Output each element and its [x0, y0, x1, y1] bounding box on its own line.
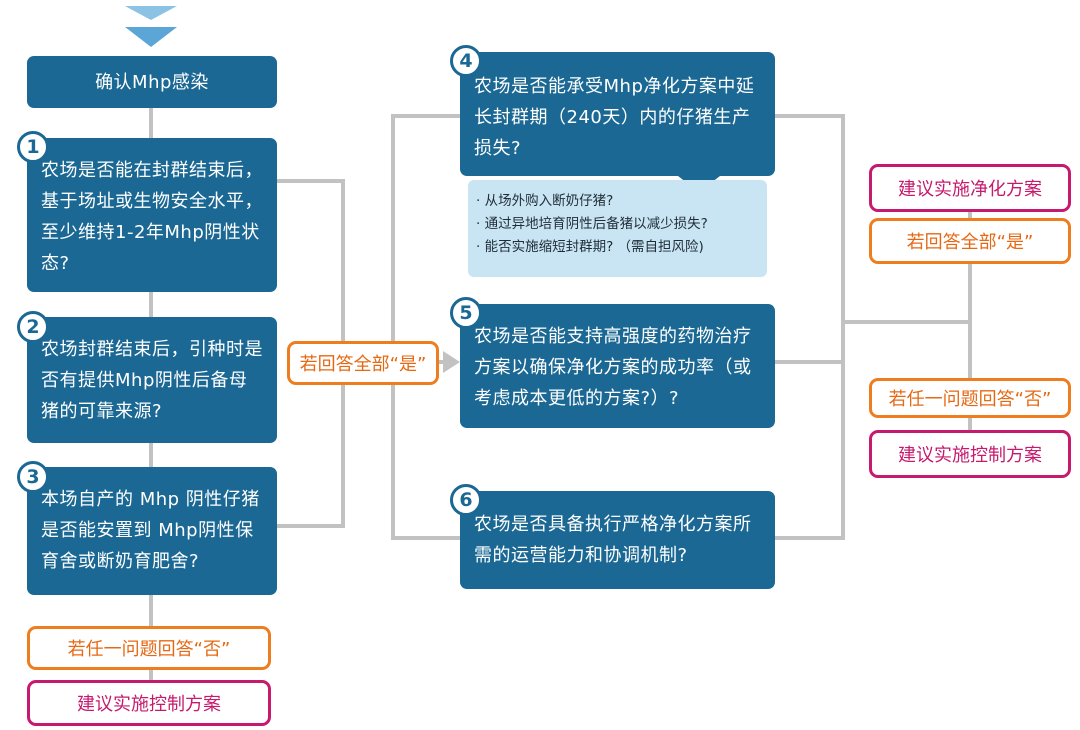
note-item: 通过异地培育阴性后备猪以减少损失? [476, 213, 759, 236]
question-4-box: 农场是否能承受Mhp净化方案中延长封群期（240天）内的仔猪生产损失? [460, 52, 775, 176]
question-4-number: 4 [450, 45, 482, 77]
arrow-right-icon [443, 351, 460, 373]
note-item: 能否实施缩短封群期? （需自担风险) [476, 236, 759, 259]
recommend-control-left: 建议实施控制方案 [27, 680, 271, 726]
question-5-number: 5 [450, 297, 482, 329]
question-6-number: 6 [450, 484, 482, 516]
recommend-eradication-right: 建议实施净化方案 [869, 164, 1071, 212]
if-all-yes-right: 若回答全部“是” [869, 218, 1071, 264]
mid-bracket-line [391, 114, 460, 540]
chevron-down-icon [125, 6, 177, 20]
if-all-yes-middle: 若回答全部“是” [287, 341, 439, 385]
question-3-box: 本场自产的 Mhp 阴性仔猪是否能安置到 Mhp阴性保育舍或断奶育肥舍? [27, 467, 277, 595]
if-any-no-left: 若任一问题回答“否” [27, 626, 271, 670]
note-item: 从场外购入断奶仔猪? [476, 190, 759, 213]
question-4-text: 农场是否能承受Mhp净化方案中延长封群期（240天）内的仔猪生产损失? [474, 76, 755, 159]
chevron-down-icon [125, 27, 177, 47]
question-5-box: 农场是否能支持高强度的药物治疗方案以确保净化方案的成功率（或考虑成本更低的方案?… [460, 304, 775, 428]
question-3-text: 本场自产的 Mhp 阴性仔猪是否能安置到 Mhp阴性保育舍或断奶育肥舍? [41, 489, 260, 572]
confirm-mhp-box: 确认Mhp感染 [27, 56, 277, 108]
question-2-number: 2 [17, 311, 49, 343]
question-5-text: 农场是否能支持高强度的药物治疗方案以确保净化方案的成功率（或考虑成本更低的方案?… [474, 326, 752, 409]
question-6-text: 农场是否具备执行严格净化方案所需的运营能力和协调机制? [474, 514, 752, 566]
right-bracket-line [775, 114, 845, 540]
question-1-box: 农场是否能在封群结束后，基于场址或生物安全水平，至少维持1-2年Mhp阴性状态? [27, 138, 277, 292]
question-2-box: 农场封群结束后，引种时是否有提供Mhp阴性后备母猪的可靠来源? [27, 317, 277, 443]
question-3-number: 3 [17, 461, 49, 493]
question-6-box: 农场是否具备执行严格净化方案所需的运营能力和协调机制? [460, 491, 775, 589]
confirm-label: 确认Mhp感染 [95, 71, 209, 93]
if-any-no-right: 若任一问题回答“否” [869, 378, 1071, 418]
question-1-text: 农场是否能在封群结束后，基于场址或生物安全水平，至少维持1-2年Mhp阴性状态? [41, 160, 263, 274]
question-4-note: 从场外购入断奶仔猪? 通过异地培育阴性后备猪以减少损失? 能否实施缩短封群期? … [468, 180, 767, 277]
question-1-number: 1 [17, 131, 49, 163]
question-2-text: 农场封群结束后，引种时是否有提供Mhp阴性后备母猪的可靠来源? [41, 339, 263, 422]
recommend-control-right: 建议实施控制方案 [869, 430, 1071, 478]
